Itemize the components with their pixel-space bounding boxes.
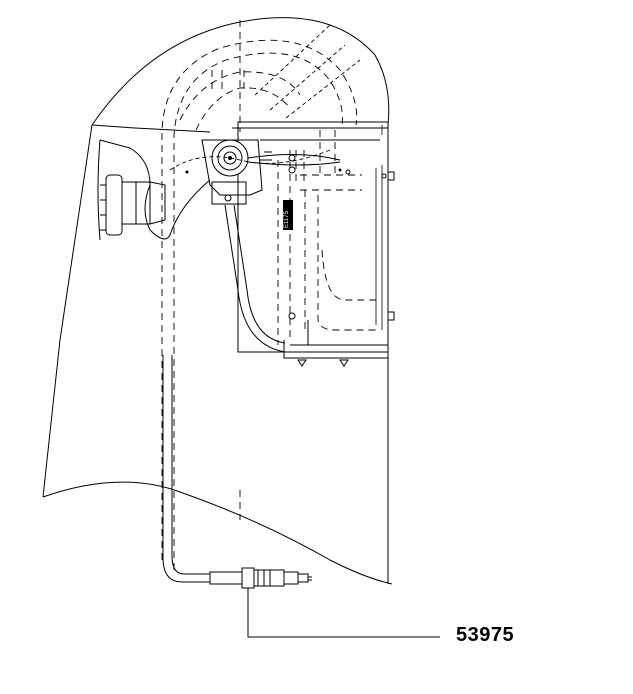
- tube-upper: [224, 204, 286, 353]
- tube-lower: [162, 355, 212, 583]
- central-hub: [169, 139, 342, 205]
- hidden-edges: [161, 20, 361, 570]
- callout-leader: [247, 588, 440, 638]
- pipe-fitting: [209, 567, 312, 589]
- left-motor-assembly: [97, 139, 211, 241]
- part-number-label: 53975: [456, 624, 515, 646]
- svg-text:E1175: E1175: [284, 210, 290, 228]
- hood-shell: [42, 17, 393, 585]
- housing-box: E1175: [232, 121, 395, 367]
